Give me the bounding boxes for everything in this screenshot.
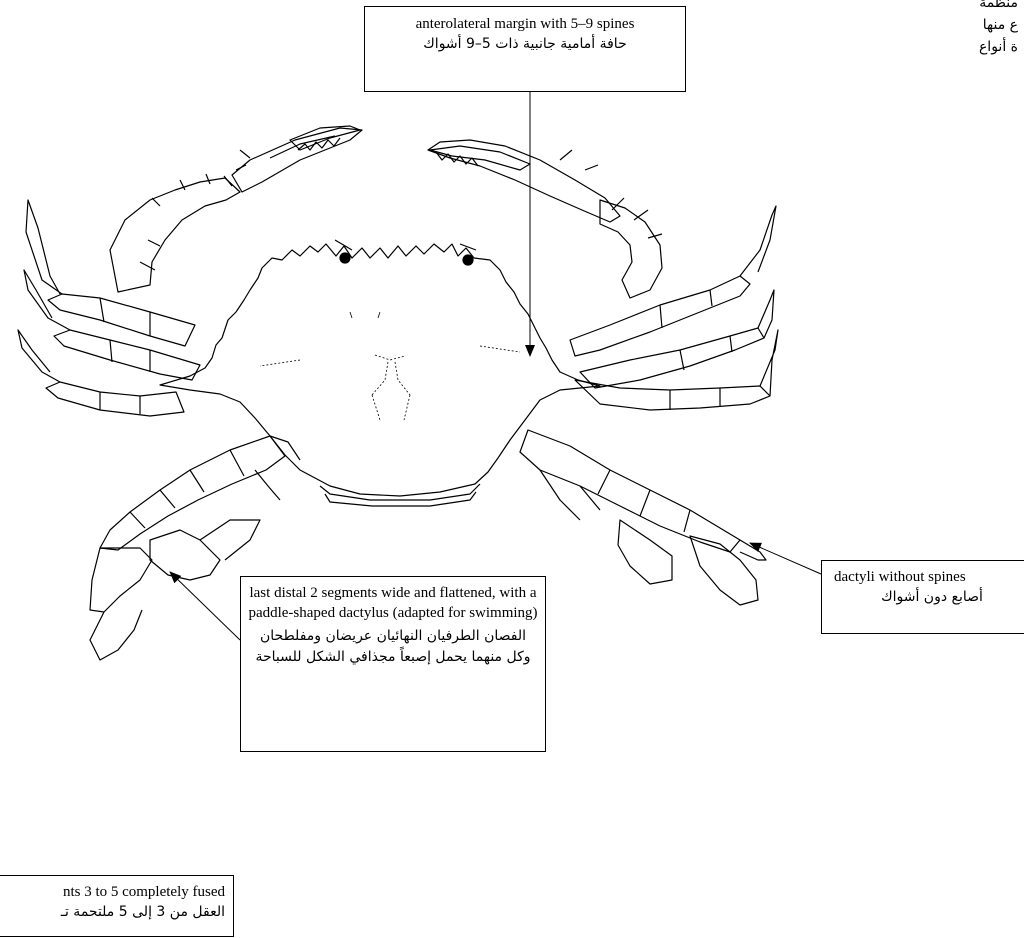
label-abdomen-ar: العقل من 3 إلى 5 ملتحمة تـ	[0, 902, 225, 923]
label-swimming-legs-en: last distal 2 segments wide and flattene…	[247, 583, 539, 623]
label-anterolateral-margin: anterolateral margin with 5–9 spines حاف…	[364, 6, 686, 92]
right-walking-legs	[520, 206, 778, 605]
label-abdomen-fused: nts 3 to 5 completely fused العقل من 3 إ…	[0, 875, 234, 937]
label-dactyli-ar: أصابع دون أشواك	[834, 587, 1024, 608]
left-cheliped	[110, 126, 362, 292]
right-cheliped	[428, 140, 662, 298]
label-swimming-legs-ar: الفصان الطرفيان النهائيان عريضان ومفلطحا…	[247, 626, 539, 668]
label-abdomen-en: nts 3 to 5 completely fused	[0, 882, 225, 902]
carapace	[160, 240, 600, 506]
label-dactyli-en: dactyli without spines	[834, 567, 1024, 587]
label-dactyli: dactyli without spines أصابع دون أشواك	[821, 560, 1024, 634]
label-swimming-legs: last distal 2 segments wide and flattene…	[240, 576, 546, 752]
label-anterolateral-ar: حافة أمامية جانبية ذات 5–9 أشواك	[371, 34, 679, 55]
pointer-dactyli	[750, 543, 821, 574]
label-anterolateral-en: anterolateral margin with 5–9 spines	[371, 14, 679, 34]
pointer-swim	[170, 572, 240, 640]
